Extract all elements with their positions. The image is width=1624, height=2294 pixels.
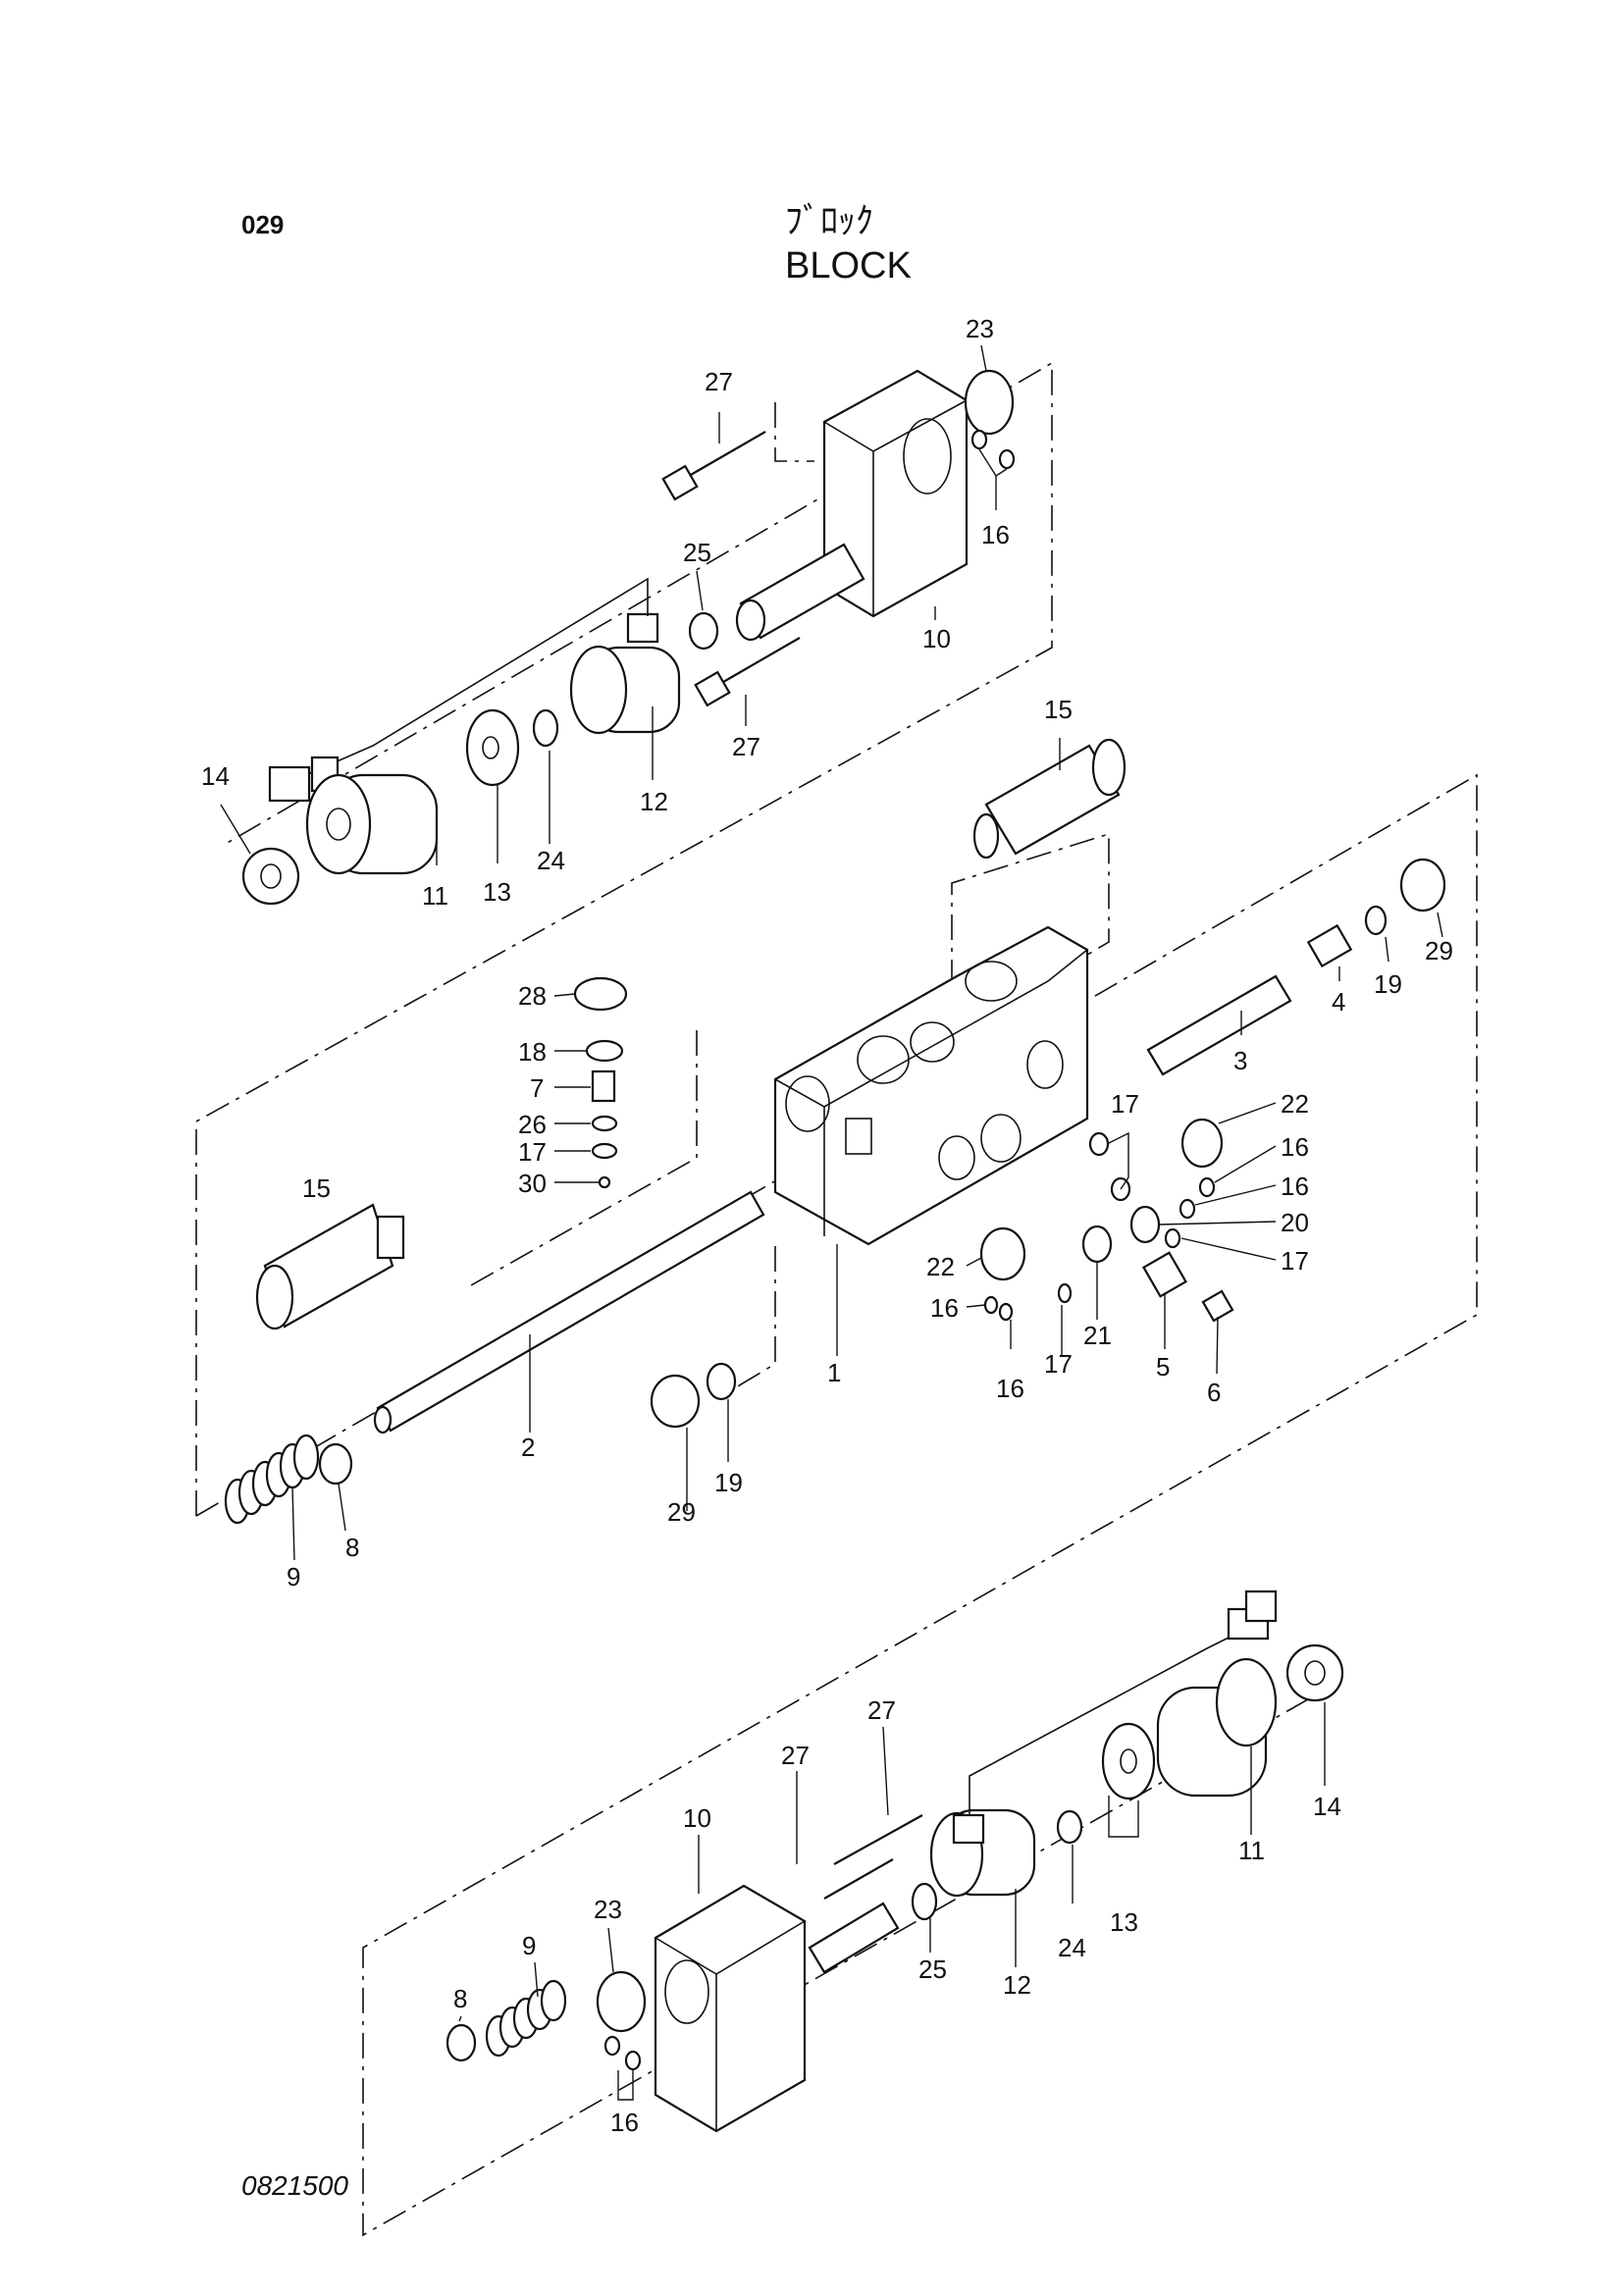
callout-12-bottom: 12 bbox=[1003, 1970, 1031, 2000]
callout-13-top: 13 bbox=[483, 877, 511, 907]
callout-30: 30 bbox=[518, 1169, 547, 1198]
callout-7: 7 bbox=[530, 1073, 544, 1103]
callout-29-lower: 29 bbox=[667, 1497, 696, 1527]
page-number: 029 bbox=[241, 210, 285, 239]
callout-17-center: 17 bbox=[1044, 1349, 1073, 1379]
callout-16-right-b: 16 bbox=[1281, 1172, 1309, 1201]
callout-9-bottom: 9 bbox=[522, 1931, 536, 1960]
title-japanese: ﾌﾞﾛｯｸ bbox=[785, 200, 873, 240]
leader-lines bbox=[220, 344, 1443, 2101]
callout-22-right: 22 bbox=[1281, 1089, 1309, 1119]
callout-17-left: 17 bbox=[518, 1137, 547, 1167]
callout-24-top: 24 bbox=[537, 846, 565, 875]
callout-23-bottom: 23 bbox=[594, 1895, 622, 1924]
callout-10-top: 10 bbox=[922, 624, 951, 653]
callout-23-top: 23 bbox=[966, 314, 994, 343]
callout-27-bottom-b: 27 bbox=[781, 1741, 810, 1770]
callout-3: 3 bbox=[1233, 1046, 1247, 1075]
callout-24-bottom: 24 bbox=[1058, 1933, 1086, 1962]
callout-2: 2 bbox=[521, 1433, 535, 1462]
callout-29-right: 29 bbox=[1425, 936, 1453, 965]
callout-16-top: 16 bbox=[981, 520, 1010, 549]
callout-8-bottom: 8 bbox=[453, 1984, 467, 2013]
callout-labels: 23 27 16 25 10 27 15 12 24 13 11 14 29 1… bbox=[201, 314, 1453, 2137]
callout-19-lower: 19 bbox=[714, 1468, 743, 1497]
callout-1: 1 bbox=[827, 1358, 841, 1387]
callout-16-bottom: 16 bbox=[610, 2108, 639, 2137]
callout-18: 18 bbox=[518, 1037, 547, 1067]
callout-21: 21 bbox=[1083, 1321, 1112, 1350]
callout-22-center: 22 bbox=[926, 1252, 955, 1281]
callout-9-mid: 9 bbox=[287, 1562, 300, 1591]
main-valve-block bbox=[773, 925, 1089, 1246]
callout-25-bottom: 25 bbox=[918, 1955, 947, 1984]
callout-19-right: 19 bbox=[1374, 969, 1402, 999]
spool-and-small-parts bbox=[224, 738, 1446, 1525]
callout-8-mid: 8 bbox=[345, 1533, 359, 1562]
callout-15-left: 15 bbox=[302, 1173, 331, 1203]
callout-27-top: 27 bbox=[705, 367, 733, 396]
callout-27-mid: 27 bbox=[732, 732, 760, 761]
callout-17-right-top: 17 bbox=[1111, 1089, 1139, 1119]
callout-20: 20 bbox=[1281, 1208, 1309, 1237]
callout-12-top: 12 bbox=[640, 787, 668, 816]
assembly-boundaries bbox=[195, 361, 1478, 2237]
callout-16-right-a: 16 bbox=[1281, 1132, 1309, 1162]
callout-11-top: 11 bbox=[422, 881, 448, 911]
callout-16-center-b: 16 bbox=[996, 1374, 1024, 1403]
callout-26: 26 bbox=[518, 1110, 547, 1139]
callout-4: 4 bbox=[1332, 987, 1345, 1017]
callout-16-center-a: 16 bbox=[930, 1293, 959, 1323]
callout-11-bottom: 11 bbox=[1238, 1836, 1265, 1865]
callout-27-bottom-a: 27 bbox=[867, 1695, 896, 1725]
callout-17-right-bottom: 17 bbox=[1281, 1246, 1309, 1276]
lower-solenoid-group bbox=[445, 1590, 1344, 2133]
callout-5: 5 bbox=[1156, 1352, 1170, 1382]
callout-15-top: 15 bbox=[1044, 695, 1073, 724]
callout-25-top: 25 bbox=[683, 538, 711, 567]
callout-14-top: 14 bbox=[201, 761, 230, 791]
callout-10-bottom: 10 bbox=[683, 1803, 711, 1833]
title-english: BLOCK bbox=[785, 245, 912, 287]
upper-solenoid-group bbox=[241, 369, 1016, 906]
callout-28: 28 bbox=[518, 981, 547, 1011]
drawing-number: 0821500 bbox=[241, 2170, 349, 2201]
callout-6: 6 bbox=[1207, 1378, 1221, 1407]
callout-14-bottom: 14 bbox=[1313, 1792, 1341, 1821]
callout-13-bottom: 13 bbox=[1110, 1907, 1138, 1937]
